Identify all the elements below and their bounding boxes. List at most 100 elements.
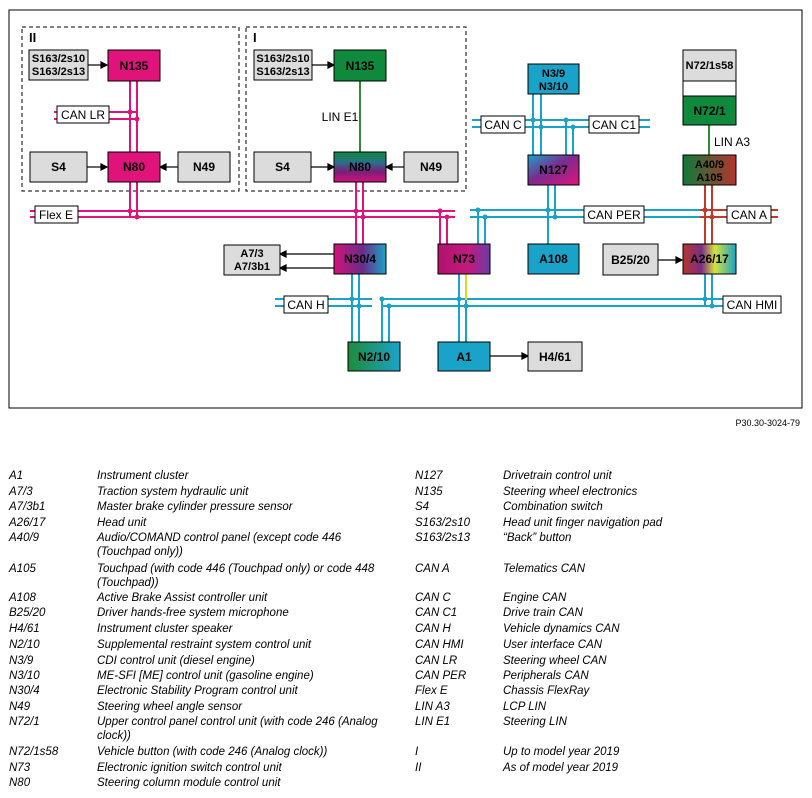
legend-desc: User interface CAN <box>503 639 603 651</box>
node-n2: N2/10 <box>347 341 401 372</box>
node-n49-i-label: N49 <box>420 160 442 174</box>
node-n80-i-label: N80 <box>349 160 371 174</box>
legend-code: A1 <box>9 470 24 482</box>
legend-desc: Instrument cluster <box>97 470 189 482</box>
legend-desc: Up to model year 2019 <box>503 746 620 758</box>
legend-code: N127 <box>415 470 443 482</box>
node-a1: A1 <box>437 341 491 372</box>
legend-desc: Master brake cylinder pressure sensor <box>97 501 293 513</box>
can-a-junctions <box>702 207 715 220</box>
node-a40-line1: A40/9 <box>695 159 724 171</box>
legend-desc: Engine CAN <box>503 592 567 604</box>
bus-label-lin-e1: LIN E1 <box>322 110 359 124</box>
node-n3-line1: N3/9 <box>542 68 565 80</box>
legend-desc: Head unit finger navigation pad <box>503 517 663 529</box>
node-a7: A7/3 A7/3b1 <box>223 244 281 276</box>
legend-desc: Touchpad (with code 446 (Touchpad only) … <box>97 563 375 575</box>
legend-desc: LCP LIN <box>503 701 547 713</box>
legend-code: N30/4 <box>9 685 40 697</box>
node-n3-line2: N3/10 <box>539 81 568 93</box>
legend-desc-cont: (Touchpad only)) <box>97 546 183 558</box>
legend-desc-cont: (Touchpad)) <box>97 577 159 589</box>
node-a40-line2: A105 <box>696 172 722 184</box>
legend-code: N72/1s58 <box>9 746 59 758</box>
group-label-ii: II <box>29 30 36 45</box>
bus-label-can-per: CAN PER <box>583 205 645 224</box>
group-frame-ii <box>21 26 240 192</box>
legend-desc: Peripherals CAN <box>503 670 589 682</box>
node-n49-ii-label: N49 <box>193 160 215 174</box>
legend-code: A108 <box>9 592 36 604</box>
legend-desc: Vehicle button (with code 246 (Analog cl… <box>97 746 328 758</box>
legend-desc: Steering column module control unit <box>97 777 281 789</box>
flexray-junctions <box>127 109 450 220</box>
node-s4-ii-label: S4 <box>51 160 66 174</box>
legend-code: Flex E <box>415 685 448 697</box>
legend-code: II <box>415 762 422 774</box>
bus-label-can-hmi-text: CAN HMI <box>727 298 778 312</box>
legend-code: S4 <box>415 501 430 513</box>
legend-desc: Active Brake Assist controller unit <box>97 592 268 604</box>
node-n135-i-label: N135 <box>346 59 375 73</box>
legend-code: CAN PER <box>415 670 467 682</box>
node-s163-ii: S163/2s10 S163/2s13 <box>28 49 89 81</box>
legend-desc: Steering wheel CAN <box>503 655 607 667</box>
node-h4: H4/61 <box>527 341 583 372</box>
legend-desc: Supplemental restraint system control un… <box>97 639 312 651</box>
bus-label-lin-a3: LIN A3 <box>714 135 750 149</box>
bus-label-can-c: CAN C <box>480 115 526 134</box>
legend-code: LIN E1 <box>415 716 451 728</box>
node-n127-label: N127 <box>539 163 568 177</box>
bus-label-flex-e: Flex E <box>34 205 79 224</box>
node-n72-label: N72/1 <box>693 104 725 118</box>
node-a108: A108 <box>527 243 580 275</box>
bus-label-can-lr: CAN LR <box>56 105 110 124</box>
can-links <box>275 94 775 342</box>
legend-desc: CDI control unit (diesel engine) <box>97 655 255 667</box>
node-a1-label: A1 <box>456 350 472 364</box>
node-n3: N3/9 N3/10 <box>527 63 580 95</box>
bus-label-can-c1-text: CAN C1 <box>592 118 636 132</box>
node-a40: A40/9 A105 <box>682 154 737 186</box>
node-a108-label: A108 <box>539 252 568 266</box>
legend-desc: Traction system hydraulic unit <box>97 486 249 498</box>
legend-code: LIN A3 <box>415 701 450 713</box>
legend-code: N135 <box>415 486 443 498</box>
node-n72s58-label: N72/1s58 <box>686 60 734 72</box>
bus-label-can-a-text: CAN A <box>731 208 767 222</box>
legend-desc: Audio/COMAND control panel (except code … <box>97 532 342 544</box>
legend-desc: Driver hands-free system microphone <box>97 607 289 619</box>
legend-desc: ME-SFI [ME] control unit (gasoline engin… <box>97 670 314 682</box>
legend-desc: Electronic ignition switch control unit <box>97 762 282 774</box>
node-n135-ii: N135 <box>107 49 161 82</box>
node-n72: N72/1 <box>682 95 737 126</box>
bus-label-can-per-text: CAN PER <box>587 208 641 222</box>
node-a7-line1: A7/3 <box>240 248 263 260</box>
figure-reference: P30.30-3024-79 <box>735 418 800 428</box>
legend-desc: “Back” button <box>503 532 572 544</box>
legend-desc: Combination switch <box>503 501 603 513</box>
node-n30: N30/4 <box>333 243 387 275</box>
legend-code: H4/61 <box>9 623 40 635</box>
legend-code: A26/17 <box>9 517 46 529</box>
legend-code: N3/10 <box>9 670 40 682</box>
node-s4-i: S4 <box>253 151 312 183</box>
node-s4-ii: S4 <box>29 151 88 183</box>
node-n80-ii: N80 <box>107 151 161 183</box>
legend-desc: Steering wheel angle sensor <box>97 701 243 713</box>
legend-desc: Chassis FlexRay <box>503 685 590 697</box>
node-n73: N73 <box>437 243 491 275</box>
legend-code: CAN LR <box>415 655 458 667</box>
legend-code: A7/3 <box>9 486 33 498</box>
legend-desc: Drivetrain control unit <box>503 470 612 482</box>
legend-desc: Electronic Stability Program control uni… <box>97 685 298 697</box>
legend-desc: Vehicle dynamics CAN <box>503 623 620 635</box>
node-a26: A26/17 <box>682 243 737 275</box>
legend-code: S163/2s10 <box>415 517 470 529</box>
node-a7-line2: A7/3b1 <box>234 261 270 273</box>
can-junctions <box>349 117 715 309</box>
legend-code: CAN H <box>415 623 451 635</box>
legend-desc: Drive train CAN <box>503 607 583 619</box>
legend-code: N49 <box>9 701 31 713</box>
